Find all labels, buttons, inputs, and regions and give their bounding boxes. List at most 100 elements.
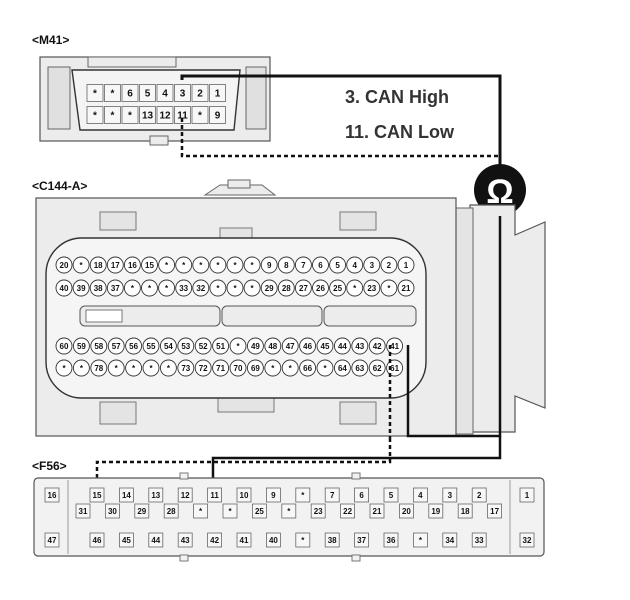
pin-label: 25 [255,507,264,516]
pin-label: 60 [60,342,69,351]
pin-5: 5 [139,84,156,102]
pin-21: 21 [369,503,385,519]
pin-label: 26 [316,284,325,293]
pin-14: 14 [119,487,134,503]
can-high-wire [180,74,502,172]
pin-label: * [93,111,97,122]
pin-label: 9 [215,111,221,122]
pin-32: 32 [192,279,210,297]
pin-54: 54 [159,337,177,355]
pin-5: 5 [383,487,399,503]
pin-label: * [148,284,152,293]
pin-60: 60 [55,337,73,355]
pin-3: 3 [174,84,191,102]
pin-label: 30 [108,507,117,516]
pin-empty: * [107,359,125,377]
pin-label: 7 [330,491,335,500]
pin-27: 27 [294,279,312,297]
pin-label: 1 [404,261,409,270]
pin-label: 46 [303,342,312,351]
pin-46: 46 [299,337,317,355]
pin-9: 9 [265,487,281,503]
pin-6: 6 [354,487,370,503]
pin-label: * [228,507,232,516]
pin-label: 61 [390,364,399,373]
pin-label: 66 [303,364,312,373]
pin-16: 16 [44,487,60,503]
pin-15: 15 [141,256,158,274]
pin-label: 32 [196,284,205,293]
pin-52: 52 [194,337,212,355]
pin-label: * [251,284,255,293]
pin-label: 12 [181,491,190,500]
pin-label: 21 [373,507,382,516]
pin-label: 70 [234,364,243,373]
pin-70: 70 [229,359,247,377]
pin-label: 40 [269,536,278,545]
pin-42: 42 [368,337,386,355]
pin-label: 18 [94,261,103,270]
pin-empty: * [86,106,104,124]
pin-label: 9 [267,261,272,270]
pin-label: 28 [282,284,291,293]
pin-empty: * [159,359,177,377]
pin-20: 20 [55,256,73,274]
pin-6: 6 [121,84,139,102]
pin-8: 8 [277,256,295,274]
pin-label: * [236,342,240,351]
pin-empty: * [86,84,104,102]
meter-to-f56-pin15-wire [95,438,392,488]
pin-label: 1 [215,89,221,100]
pin-13: 13 [139,106,156,124]
pin-label: * [198,111,202,122]
pin-69: 69 [246,359,264,377]
pin-label: 64 [338,364,347,373]
pin-2: 2 [191,84,209,102]
pin-empty: * [226,279,244,297]
pin-empty: * [226,256,244,274]
pin-label: 3 [448,491,453,500]
pin-label: 20 [60,261,69,270]
pin-58: 58 [90,337,108,355]
pin-33: 33 [175,279,193,297]
pin-7: 7 [294,256,312,274]
pin-empty: * [380,279,398,297]
pin-48: 48 [264,337,282,355]
pin-empty: * [55,359,73,377]
pin-label: * [62,364,66,373]
pin-label: 12 [159,111,171,122]
pin-45: 45 [316,337,334,355]
pin-empty: * [72,359,90,377]
pin-label: 62 [373,364,382,373]
pin-1: 1 [209,84,226,102]
pin-empty: * [222,503,238,519]
pin-label: * [251,261,255,270]
pin-label: * [132,364,136,373]
pin-5: 5 [329,256,347,274]
pin-61: 61 [386,359,404,377]
pin-label: 43 [355,342,364,351]
pin-label: 8 [284,261,289,270]
pin-6: 6 [312,256,329,274]
pin-empty: * [121,106,139,124]
pin-41: 41 [236,532,252,548]
pin-26: 26 [312,279,329,297]
pin-4: 4 [156,84,174,102]
pin-label: 2 [197,89,203,100]
pin-10: 10 [236,487,252,503]
pin-23: 23 [363,279,381,297]
pin-label: 37 [111,284,120,293]
pin-label: 72 [199,364,208,373]
pin-label: * [323,364,327,373]
pin-label: 10 [240,491,249,500]
pin-44: 44 [148,532,164,548]
pin-label: 38 [328,536,337,545]
pin-empty: * [123,279,141,297]
pin-label: * [182,261,186,270]
pin-label: 63 [355,364,364,373]
pin-label: * [111,111,115,122]
pin-empty: * [346,279,364,297]
pin-73: 73 [177,359,195,377]
